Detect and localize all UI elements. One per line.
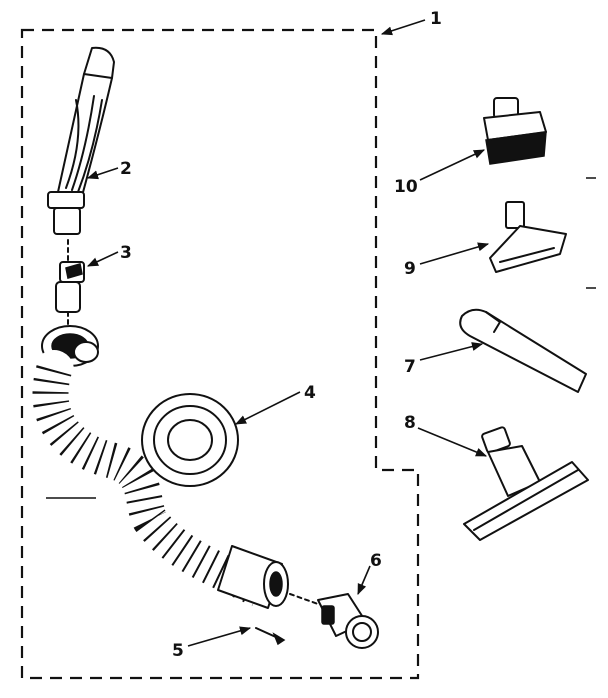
callout-4: 4 <box>304 383 316 403</box>
callout-10: 10 <box>394 177 418 197</box>
wand-tube <box>47 46 115 235</box>
flexible-hose <box>30 325 289 610</box>
pin <box>255 627 286 646</box>
callout-8: 8 <box>404 413 416 433</box>
callout-5: 5 <box>172 641 184 661</box>
crevice-tool <box>459 308 587 393</box>
callout-1: 1 <box>430 9 442 29</box>
callout-2: 2 <box>120 159 132 179</box>
callout-3: 3 <box>120 243 132 263</box>
hose-end-fitting <box>289 593 379 649</box>
floor-brush <box>463 426 589 541</box>
leader-lines <box>86 19 490 647</box>
callout-9: 9 <box>404 259 416 279</box>
kit-outline <box>20 28 420 680</box>
callout-7: 7 <box>404 357 416 377</box>
callout-6: 6 <box>370 551 382 571</box>
upholstery-nozzle <box>489 201 567 273</box>
dusting-brush <box>483 97 547 165</box>
swivel-connector <box>55 239 85 327</box>
